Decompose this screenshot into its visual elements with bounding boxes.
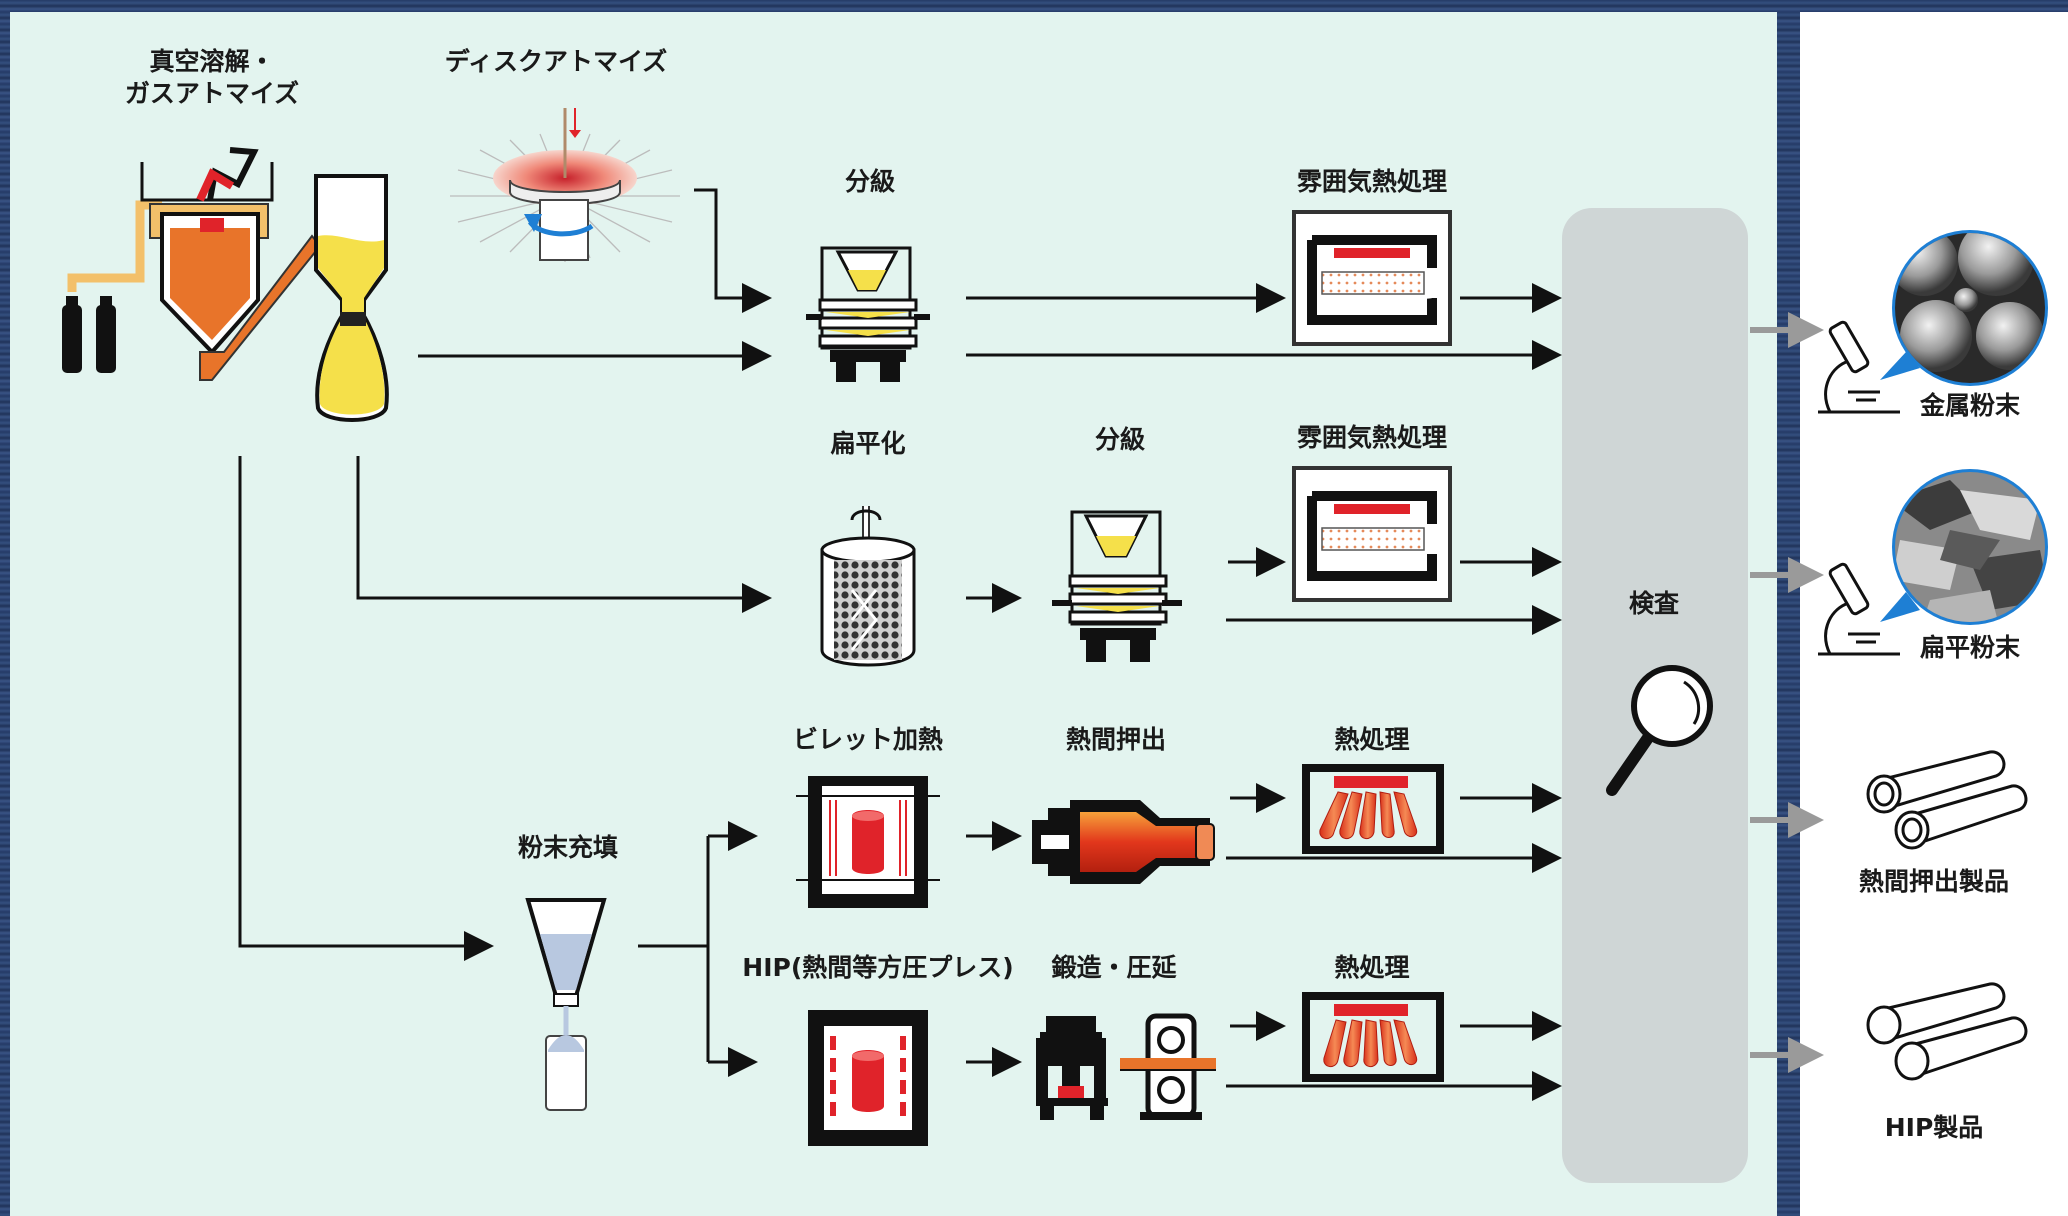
microscope-icon-2	[1818, 562, 1900, 656]
label-billet-heat: ビレット加熱	[792, 725, 944, 754]
label-hot-extrude: 熱間押出	[1065, 725, 1167, 754]
heat-treat-furnace-1	[1302, 764, 1444, 854]
label-forge-roll: 鍛造・圧延	[1051, 953, 1177, 982]
label-atmosphere-heat-1: 雰囲気熱処理	[1296, 167, 1448, 196]
label-flatten: 扁平化	[830, 429, 906, 458]
label-vacuum-gas-atomize: 真空溶解・ ガスアトマイズ	[124, 47, 300, 108]
heat-treat-furnace-2	[1302, 992, 1444, 1082]
billet-heater-illustration	[796, 776, 940, 908]
classifier-illustration-1	[806, 246, 930, 382]
hot-extruder-illustration	[1032, 800, 1215, 884]
label-classify-2: 分級	[1094, 425, 1146, 454]
output-arrows	[1750, 312, 1824, 1073]
label-hip: HIP(熱間等方圧プレス)	[742, 953, 1014, 982]
label-atmosphere-heat-2: 雰囲気熱処理	[1296, 423, 1448, 452]
product-metal-powder: 金属粉末	[1919, 391, 2021, 420]
hip-press-illustration	[808, 1010, 928, 1146]
product-flat-powder: 扁平粉末	[1919, 633, 2021, 662]
hip-products-icon	[1866, 982, 2028, 1081]
flattening-mill-illustration	[820, 506, 916, 667]
gas-atomizer-illustration	[62, 147, 389, 422]
label-powder-fill: 粉末充填	[517, 833, 619, 862]
label-inspection: 検査	[1628, 589, 1680, 618]
extruded-pipes-icon	[1866, 750, 2028, 850]
forge-roll-illustration	[1036, 1013, 1216, 1120]
atmosphere-furnace-1	[1292, 210, 1452, 346]
classifier-illustration-2	[1052, 510, 1182, 662]
powder-filling-illustration	[525, 898, 607, 1111]
flow-arrows	[238, 188, 1562, 1101]
magnifier-icon	[1606, 665, 1713, 796]
label-classify-1: 分級	[844, 167, 896, 196]
microscope-icon-1	[1818, 320, 1900, 414]
label-heat-treat-2: 熱処理	[1334, 953, 1410, 982]
disk-atomizer-illustration	[450, 108, 680, 262]
label-disk-atomize: ディスクアトマイズ	[444, 47, 668, 76]
product-hip: HIP製品	[1884, 1113, 1984, 1142]
product-extruded: 熱間押出製品	[1858, 867, 2010, 896]
label-heat-treat-1: 熱処理	[1334, 725, 1410, 754]
atmosphere-furnace-2	[1292, 466, 1452, 602]
